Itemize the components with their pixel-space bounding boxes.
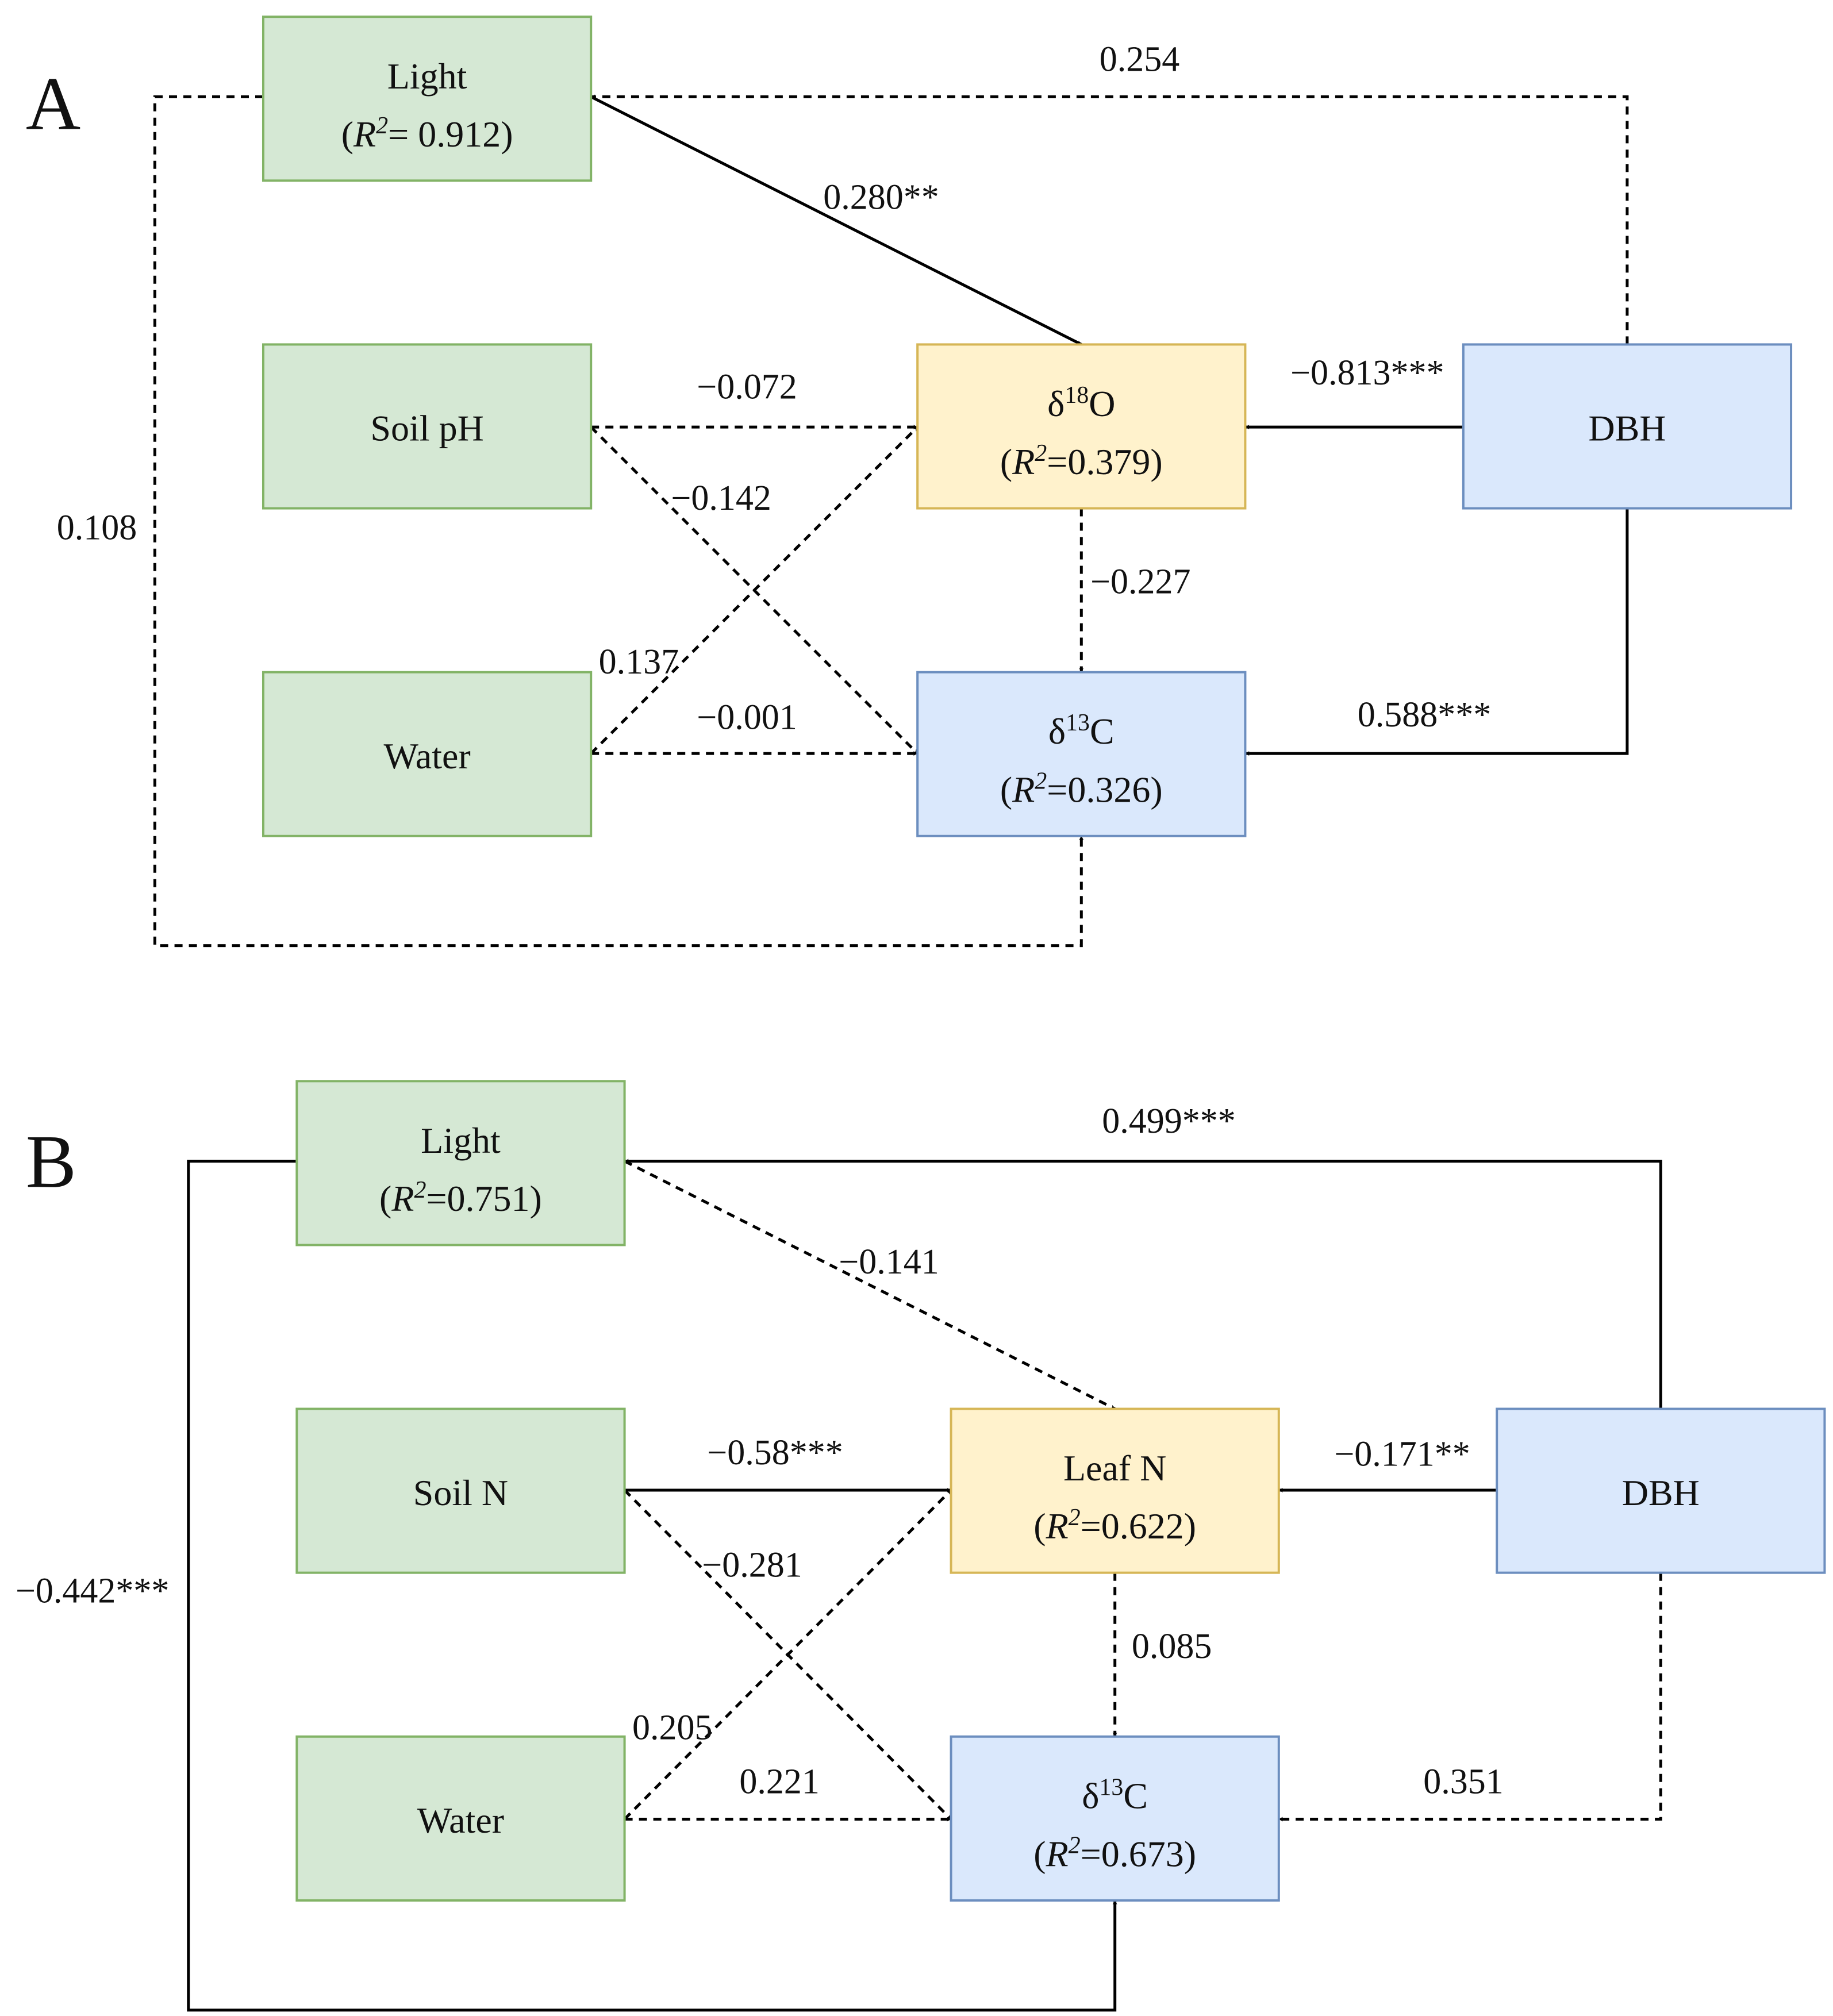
node-box bbox=[916, 343, 1247, 510]
coef-soil-to-mediator: −0.072 bbox=[697, 368, 797, 407]
path-light-to-mediator bbox=[586, 93, 1082, 346]
panel-a: A Light (R2= 0.912) Soil pH Water δ18O (R2=0.3… bbox=[26, 16, 1793, 948]
panel-b: B Light (R2=0.751) Soil N Water Leaf N (R2=0.6… bbox=[16, 1080, 1826, 2012]
node-box bbox=[262, 671, 593, 837]
panel-letter: A bbox=[26, 61, 80, 146]
coef-dbh-to-mediator: −0.171** bbox=[1334, 1434, 1470, 1473]
path-dbh-to-light bbox=[590, 94, 1629, 345]
coef-light-to-d13c: −0.442*** bbox=[16, 1571, 169, 1610]
coef-dbh-to-light: 0.254 bbox=[1100, 40, 1180, 79]
coef-soil-to-mediator: −0.58*** bbox=[707, 1433, 843, 1472]
node-label: δ13C bbox=[1048, 710, 1115, 752]
node-r2: (R2=0.673) bbox=[1033, 1832, 1196, 1874]
node-label: δ13C bbox=[1082, 1774, 1148, 1816]
coef-soil-to-d13c: −0.142 bbox=[671, 479, 771, 518]
node-box bbox=[295, 1407, 626, 1574]
node-light: Light (R2= 0.912) bbox=[262, 16, 593, 182]
node-soil: Soil N bbox=[295, 1407, 626, 1574]
node-box bbox=[1496, 1407, 1826, 1574]
coef-dbh-to-d13c: 0.351 bbox=[1423, 1763, 1504, 1802]
node-soil: Soil pH bbox=[262, 343, 593, 510]
node-d13c: δ13C (R2=0.673) bbox=[950, 1735, 1280, 1902]
node-dbh: DBH bbox=[1496, 1407, 1826, 1574]
node-label: Light bbox=[387, 56, 467, 97]
node-r2: (R2=0.622) bbox=[1033, 1505, 1196, 1546]
node-box bbox=[950, 1407, 1280, 1574]
node-light: Light (R2=0.751) bbox=[295, 1080, 626, 1246]
node-box bbox=[950, 1735, 1280, 1902]
node-box bbox=[295, 1735, 626, 1902]
path-water-to-mediator bbox=[623, 1489, 952, 1821]
coef-soil-to-d13c: −0.281 bbox=[702, 1545, 802, 1584]
node-box bbox=[1462, 343, 1793, 510]
node-label: δ18O bbox=[1047, 382, 1115, 424]
coef-water-to-mediator: 0.137 bbox=[599, 642, 679, 682]
coef-mediator-to-d13c: −0.227 bbox=[1090, 563, 1190, 602]
coef-dbh-to-d13c: 0.588*** bbox=[1358, 695, 1492, 734]
coef-light-to-d13c: 0.108 bbox=[57, 508, 137, 547]
node-box bbox=[262, 343, 593, 510]
path-light-to-d13c bbox=[187, 1160, 1117, 2012]
node-label: Water bbox=[417, 1800, 504, 1841]
coef-dbh-to-mediator: −0.813*** bbox=[1290, 353, 1444, 393]
coef-dbh-to-light: 0.499*** bbox=[1102, 1102, 1236, 1141]
node-label: DBH bbox=[1588, 408, 1666, 449]
node-water: Water bbox=[295, 1735, 626, 1902]
coef-water-to-d13c: −0.001 bbox=[697, 698, 797, 737]
node-r2: (R2=0.751) bbox=[379, 1177, 542, 1219]
node-water: Water bbox=[262, 671, 593, 837]
node-d13c: δ13C (R2=0.326) bbox=[916, 671, 1247, 837]
node-r2: (R2=0.379) bbox=[1000, 440, 1163, 482]
node-dbh: DBH bbox=[1462, 343, 1793, 510]
path-dbh-to-light bbox=[624, 1159, 1662, 1409]
node-box bbox=[916, 671, 1247, 837]
node-label: Light bbox=[421, 1120, 501, 1161]
node-label: Soil N bbox=[413, 1472, 508, 1513]
node-r2: (R2= 0.912) bbox=[341, 113, 513, 155]
node-box bbox=[262, 16, 593, 182]
node-r2: (R2=0.326) bbox=[1000, 768, 1163, 810]
coef-light-to-mediator: −0.141 bbox=[839, 1242, 939, 1282]
path-light-to-d13c bbox=[153, 95, 1084, 948]
coef-water-to-mediator: 0.205 bbox=[632, 1708, 713, 1747]
node-mediator: Leaf N (R2=0.622) bbox=[950, 1407, 1280, 1574]
node-box bbox=[295, 1080, 626, 1246]
coef-water-to-d13c: 0.221 bbox=[739, 1763, 820, 1802]
coef-mediator-to-d13c: 0.085 bbox=[1132, 1627, 1212, 1666]
path-water-to-mediator bbox=[590, 426, 919, 755]
node-label: Leaf N bbox=[1063, 1448, 1166, 1488]
panel-letter: B bbox=[26, 1119, 76, 1203]
path-dbh-to-d13c bbox=[1244, 508, 1629, 756]
node-label: DBH bbox=[1622, 1472, 1700, 1513]
coef-light-to-mediator: 0.280** bbox=[823, 178, 939, 217]
node-label: Soil pH bbox=[370, 408, 483, 449]
node-mediator: δ18O (R2=0.379) bbox=[916, 343, 1247, 510]
path-light-to-mediator bbox=[620, 1157, 1116, 1410]
path-dbh-to-d13c bbox=[1278, 1572, 1662, 1822]
node-label: Water bbox=[384, 736, 471, 776]
